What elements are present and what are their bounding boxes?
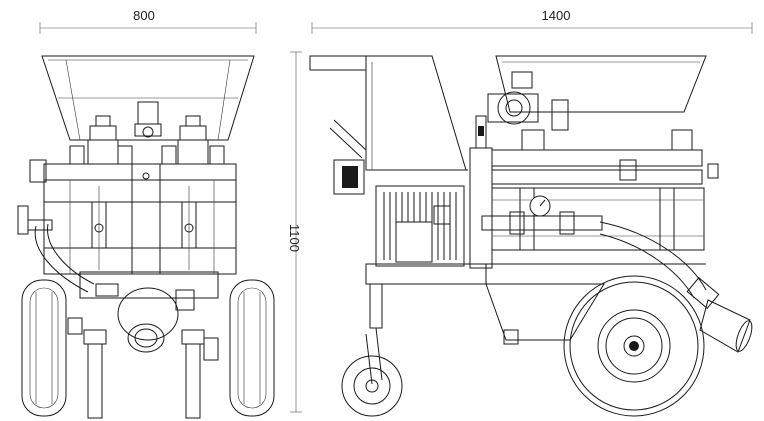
side-hopper	[495, 55, 707, 113]
side-column	[469, 115, 493, 269]
front-top-motor	[134, 101, 162, 138]
side-view	[309, 55, 753, 417]
dimension-label-800: 800	[133, 8, 155, 23]
side-handle	[309, 55, 367, 159]
side-jockey-wheel	[341, 327, 403, 417]
front-wheel-right	[229, 279, 275, 417]
front-frame	[17, 159, 237, 275]
dimension-height: 1100	[287, 51, 302, 413]
side-pipe	[481, 211, 603, 235]
side-motor	[375, 185, 465, 267]
front-pump	[79, 271, 219, 353]
front-hose	[27, 219, 95, 293]
side-rear-wheel	[563, 275, 705, 417]
side-mid-frame	[491, 187, 705, 251]
front-wheel-left	[21, 279, 67, 417]
side-valve-bar	[491, 129, 719, 185]
front-view	[17, 55, 275, 419]
side-hose	[599, 221, 707, 299]
side-pressure-gauge	[529, 195, 551, 217]
front-legs	[67, 317, 219, 419]
side-mixer-drive	[487, 71, 569, 131]
dimension-label-1400: 1400	[542, 8, 571, 23]
side-tower	[365, 55, 468, 171]
side-chassis	[365, 263, 706, 345]
dimension-width-side: 1400	[311, 8, 753, 34]
dimension-label-1100: 1100	[287, 224, 302, 252]
side-control-box	[333, 159, 365, 195]
side-outlet	[686, 277, 753, 353]
front-valves-right	[161, 115, 225, 165]
front-hopper	[41, 55, 255, 141]
front-spring-rods	[91, 172, 197, 270]
dimension-width-front: 800	[39, 8, 257, 34]
